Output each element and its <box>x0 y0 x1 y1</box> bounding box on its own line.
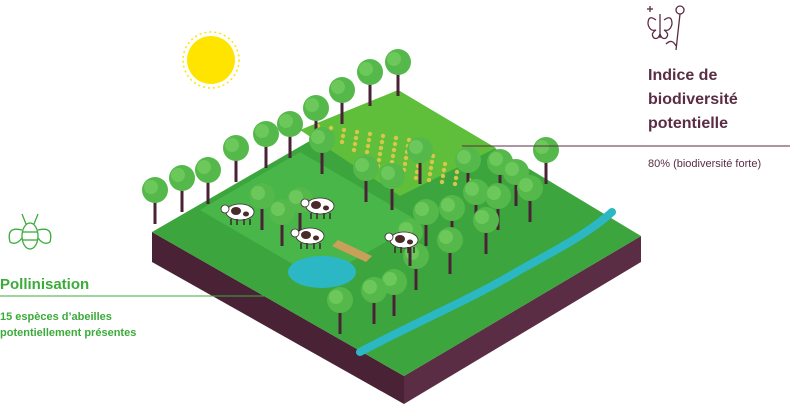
biodiversity-title: Indice de biodiversité potentielle <box>648 67 738 132</box>
feeding-trough <box>332 240 372 262</box>
crop-plant <box>391 147 397 153</box>
cow <box>220 203 255 225</box>
crop-plant <box>380 133 386 139</box>
tree <box>455 147 481 194</box>
tree <box>353 155 379 202</box>
crop-plant <box>414 169 420 175</box>
tree <box>253 121 279 168</box>
crop-plant <box>366 137 372 143</box>
bee-icon <box>8 213 52 250</box>
pollination-description: 15 espèces d’abeilles potentiellement pr… <box>0 311 137 339</box>
crop-plant <box>367 131 373 137</box>
crop-plant <box>379 139 385 145</box>
crop-plant <box>442 161 448 167</box>
tree <box>437 227 463 274</box>
crop-plant <box>365 143 371 149</box>
tree <box>169 165 195 212</box>
crop-plant <box>403 155 409 161</box>
crop-plant <box>328 125 334 131</box>
crop-plant <box>393 135 399 141</box>
tree <box>413 199 439 246</box>
tree <box>463 179 489 226</box>
river <box>356 208 616 356</box>
crop-plant <box>452 181 458 187</box>
crop-plant <box>413 175 419 181</box>
tree <box>223 135 249 182</box>
crop-plant <box>454 169 460 175</box>
sun-icon <box>182 31 240 89</box>
soil-right-side <box>404 236 641 404</box>
crop-plant <box>339 139 345 145</box>
trees <box>142 49 559 334</box>
crop-plant <box>390 153 396 159</box>
tree <box>142 177 168 224</box>
crop-plant <box>392 141 398 147</box>
crop-plant <box>428 165 434 171</box>
tree <box>361 277 387 324</box>
tree <box>385 49 411 96</box>
tree <box>407 137 433 184</box>
cow <box>300 197 335 219</box>
tree <box>381 269 407 316</box>
tree <box>277 111 303 158</box>
biodiversity-value: 80% (biodiversité forte) <box>648 158 762 170</box>
tree <box>357 59 383 106</box>
soil-left-side <box>152 232 404 404</box>
crop-plant <box>341 127 347 133</box>
pasture <box>200 152 420 280</box>
cows <box>220 197 419 253</box>
crop-plant <box>377 151 383 157</box>
tree <box>533 137 559 184</box>
tree <box>309 127 335 174</box>
crop-plant <box>340 133 346 139</box>
pollination-title: Pollinisation <box>0 276 90 293</box>
tree <box>195 157 221 204</box>
crop-plant <box>364 149 370 155</box>
crop-plant <box>453 175 459 181</box>
cow <box>384 231 419 253</box>
crop-plant <box>429 159 435 165</box>
crop-plant <box>351 147 357 153</box>
tree <box>327 287 353 334</box>
crop-plant <box>402 161 408 167</box>
tree <box>329 77 355 124</box>
crop-plant <box>354 129 360 135</box>
cow <box>290 227 325 249</box>
crop-plant <box>406 137 412 143</box>
crop-plant <box>378 145 384 151</box>
tree <box>473 207 499 254</box>
tree <box>303 95 329 142</box>
tree <box>379 163 405 210</box>
crop-plant <box>426 177 432 183</box>
crop-plant <box>440 173 446 179</box>
crop-plant <box>439 179 445 185</box>
tree <box>439 195 465 242</box>
tree <box>517 175 543 222</box>
pond <box>288 256 356 288</box>
crop-field <box>300 90 496 196</box>
crop-plant <box>352 141 358 147</box>
butterfly-flower-icon <box>647 5 685 51</box>
crop-plant <box>353 135 359 141</box>
crop-plant <box>441 167 447 173</box>
tree <box>249 183 275 230</box>
crop-plant <box>427 171 433 177</box>
crop-plant <box>376 157 382 163</box>
tree <box>269 199 295 246</box>
